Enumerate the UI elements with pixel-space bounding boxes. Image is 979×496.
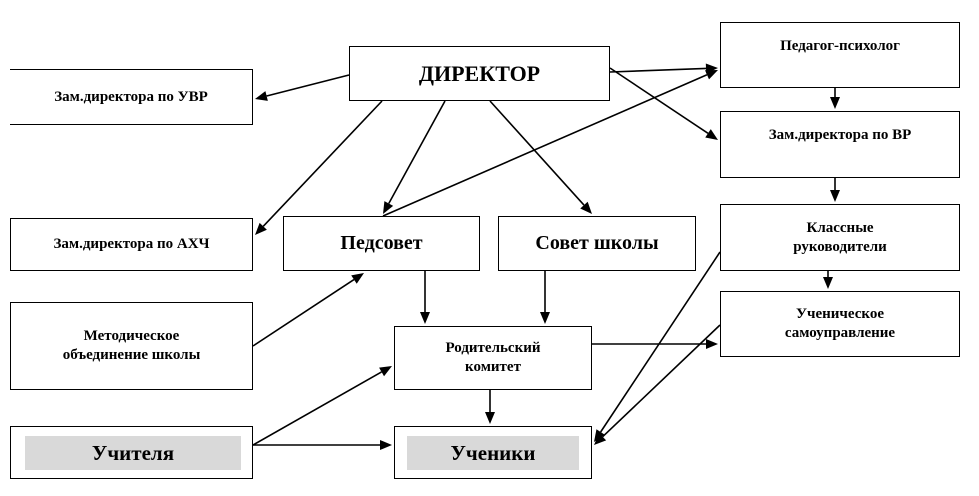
- deputy-uvr-node: Зам.директора по УВР: [10, 69, 253, 125]
- student-government-node: Ученическое самоуправление: [720, 291, 960, 357]
- arrow-director-to-pedsovet: [383, 100, 446, 214]
- deputy-vr-node: Зам.директора по ВР: [720, 111, 960, 178]
- arrow-parent-committee-to-students: [485, 390, 495, 424]
- parent-committee-node: Родительский комитет: [394, 326, 592, 390]
- arrow-psychologist-to-deputy-vr: [830, 88, 840, 109]
- school-council-node: Совет школы: [498, 216, 696, 271]
- director-node: ДИРЕКТОР: [349, 46, 610, 101]
- deputy-ahch-node: Зам.директора по АХЧ: [10, 218, 253, 271]
- deputy-ahch-label: Зам.директора по АХЧ: [53, 236, 210, 253]
- students-node: Ученики: [394, 426, 592, 479]
- parent-committee-label: Родительский комитет: [445, 340, 541, 375]
- arrow-pedsovet-to-psychologist: [382, 70, 718, 217]
- student-government-label: Ученическое самоуправление: [784, 306, 896, 341]
- arrow-director-to-deputy-uvr: [255, 74, 350, 101]
- psychologist-node: Педагог-психолог: [720, 22, 960, 88]
- arrow-method-association-to-pedsovet: [252, 273, 364, 347]
- arrow-deputy-vr-to-class-teachers: [830, 178, 840, 202]
- arrow-pedsovet-to-parent-committee: [420, 271, 430, 324]
- arrow-class-teachers-to-students: [594, 251, 721, 442]
- school-council-label: Совет школы: [535, 232, 659, 254]
- class-teachers-label: Классные руководители: [793, 219, 887, 255]
- arrow-school-council-to-parent-committee: [540, 271, 550, 324]
- students-label: Ученики: [407, 436, 579, 470]
- teachers-node: Учителя: [10, 426, 253, 479]
- pedsovet-label: Педсовет: [340, 232, 423, 254]
- deputy-uvr-label: Зам.директора по УВР: [54, 88, 208, 105]
- arrow-director-to-psychologist: [609, 63, 718, 74]
- arrow-director-to-school-council: [489, 100, 592, 214]
- arrow-teachers-to-students: [253, 440, 392, 450]
- arrow-class-teachers-to-student-government: [823, 271, 833, 289]
- arrow-parent-committee-to-student-government: [592, 339, 718, 349]
- arrow-director-to-deputy-ahch: [255, 100, 383, 235]
- method-association-node: Методическое объединение школы: [10, 302, 253, 390]
- deputy-vr-label: Зам.директора по ВР: [768, 127, 912, 143]
- arrow-director-to-deputy-vr: [609, 67, 718, 140]
- arrow-teachers-to-parent-committee: [252, 366, 392, 446]
- psychologist-label: Педагог-психолог: [780, 38, 900, 54]
- class-teachers-node: Классные руководители: [720, 204, 960, 271]
- teachers-label: Учителя: [25, 436, 241, 470]
- method-association-label: Методическое объединение школы: [62, 328, 201, 363]
- director-label: ДИРЕКТОР: [418, 60, 541, 86]
- arrow-student-government-to-students: [594, 324, 721, 445]
- pedsovet-node: Педсовет: [283, 216, 480, 271]
